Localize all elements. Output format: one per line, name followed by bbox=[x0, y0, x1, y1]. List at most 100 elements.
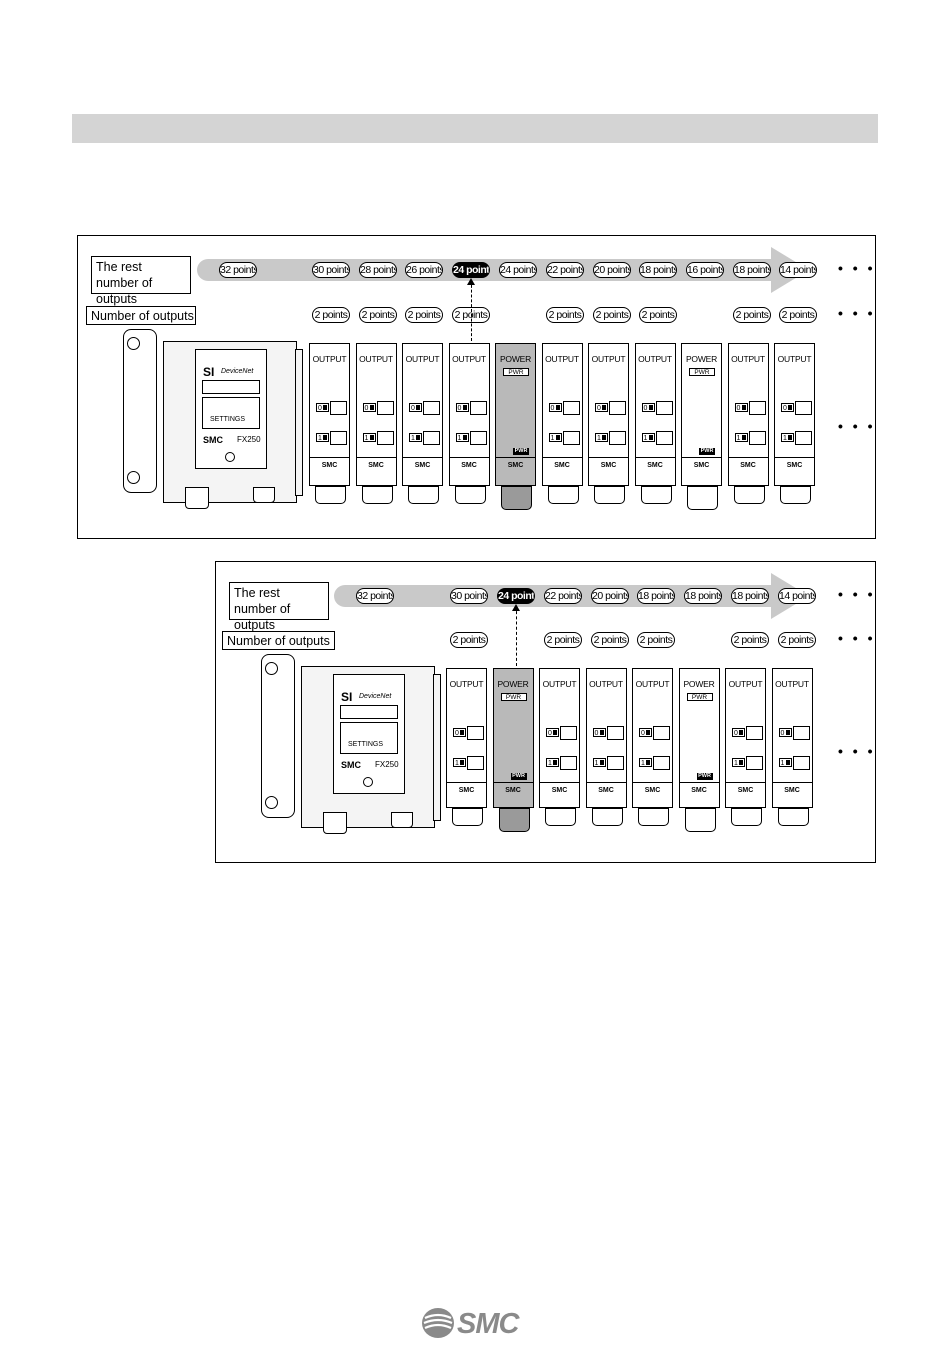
rest-points-pill: 30 points bbox=[450, 588, 488, 604]
output-points-pill: 2 points bbox=[637, 632, 675, 648]
si-unit-indicator-area bbox=[340, 705, 398, 719]
output-points-pill: 2 points bbox=[778, 632, 816, 648]
module-brand: SMC bbox=[737, 787, 754, 794]
module-divider bbox=[447, 782, 486, 783]
output-points-pill: 2 points bbox=[546, 307, 584, 323]
label-box bbox=[792, 726, 810, 740]
mounting-plate bbox=[261, 654, 295, 818]
pointer-arrow bbox=[467, 278, 475, 341]
si-unit-protocol: DeviceNet bbox=[221, 368, 254, 375]
label-box bbox=[469, 401, 487, 415]
output-points-pill: 2 points bbox=[639, 307, 677, 323]
module-divider bbox=[635, 457, 675, 458]
tube-fitting bbox=[780, 486, 811, 504]
module-label: OUTPUT bbox=[542, 679, 577, 689]
module-divider bbox=[589, 457, 628, 458]
bus-connector bbox=[391, 812, 413, 828]
tube-fitting bbox=[498, 808, 530, 832]
si-unit-model: FX250 bbox=[237, 435, 261, 444]
ellipsis: • • • bbox=[838, 586, 876, 602]
label-box bbox=[606, 726, 624, 740]
module-brand: SMC bbox=[507, 462, 524, 469]
ellipsis: • • • bbox=[838, 305, 876, 321]
power-indicator: PWR bbox=[500, 693, 527, 701]
module-brand: SMC bbox=[644, 787, 661, 794]
output-led-1: 1 bbox=[641, 433, 655, 442]
output-points-pill: 2 points bbox=[591, 632, 629, 648]
module-label: OUTPUT bbox=[591, 354, 626, 364]
output-led-0: 0 bbox=[316, 403, 329, 412]
module-label: OUTPUT bbox=[589, 679, 623, 689]
mounting-hole bbox=[127, 337, 140, 350]
label-box bbox=[795, 401, 812, 415]
output-led-1: 1 bbox=[362, 433, 376, 442]
label-box bbox=[376, 431, 394, 445]
module-label: OUTPUT bbox=[359, 354, 393, 364]
mounting-hole bbox=[265, 662, 278, 675]
smc-logo-mark-icon bbox=[422, 1308, 454, 1338]
label-box bbox=[560, 756, 577, 770]
output-led-1: 1 bbox=[592, 758, 606, 767]
svg-text:SMC: SMC bbox=[457, 1308, 521, 1340]
label-box bbox=[792, 756, 810, 770]
rest-points-pill: 22 points bbox=[546, 262, 584, 278]
tube-fitting bbox=[731, 808, 762, 826]
module-brand: SMC bbox=[505, 787, 521, 794]
output-led-1: 1 bbox=[595, 433, 608, 442]
module-label: OUTPUT bbox=[452, 354, 486, 364]
module-label: OUTPUT bbox=[731, 354, 765, 364]
output-led-1: 1 bbox=[546, 758, 559, 767]
output-points-pill: 2 points bbox=[312, 307, 350, 323]
label-box bbox=[609, 401, 626, 415]
si-unit-screw bbox=[363, 777, 373, 787]
output-led-0: 0 bbox=[781, 403, 794, 412]
bus-connector bbox=[185, 487, 209, 509]
label-box bbox=[655, 401, 673, 415]
module-divider bbox=[728, 457, 768, 458]
module-divider bbox=[449, 457, 489, 458]
ellipsis: • • • bbox=[838, 260, 876, 276]
output-led-1: 1 bbox=[778, 758, 792, 767]
label-box bbox=[423, 401, 440, 415]
si-unit-title: SI bbox=[341, 690, 353, 704]
power-indicator: PWR bbox=[503, 368, 529, 376]
label-box bbox=[795, 431, 812, 445]
module-brand: SMC bbox=[784, 787, 800, 794]
label-box bbox=[423, 431, 440, 445]
label-box bbox=[469, 431, 487, 445]
module-label: POWER bbox=[497, 679, 529, 689]
tube-fitting bbox=[687, 486, 718, 510]
rest-points-pill: 28 points bbox=[359, 262, 397, 278]
module-brand: SMC bbox=[458, 787, 475, 794]
module-label: POWER bbox=[683, 679, 715, 689]
number-of-outputs-legend: Number of outputs bbox=[86, 306, 196, 325]
label-box bbox=[653, 756, 670, 770]
module-divider bbox=[679, 782, 719, 783]
rest-outputs-legend: The rest number of outputs bbox=[229, 582, 329, 632]
pwr-tag: PWR bbox=[513, 448, 529, 455]
module-label: OUTPUT bbox=[635, 679, 670, 689]
output-led-1: 1 bbox=[639, 758, 652, 767]
output-led-0: 0 bbox=[592, 728, 606, 737]
label-box bbox=[653, 726, 670, 740]
output-points-pill: 2 points bbox=[779, 307, 817, 323]
tube-fitting bbox=[454, 486, 486, 504]
tube-fitting bbox=[733, 486, 765, 504]
tube-fitting bbox=[777, 808, 809, 826]
section-header-bar bbox=[72, 114, 878, 143]
tube-fitting bbox=[638, 808, 669, 826]
si-unit-protocol: DeviceNet bbox=[359, 693, 392, 700]
rest-points-pill: 20 points bbox=[591, 588, 629, 604]
label-box bbox=[467, 726, 484, 740]
pwr-tag: PWR bbox=[510, 773, 527, 780]
output-led-0: 0 bbox=[641, 403, 655, 412]
